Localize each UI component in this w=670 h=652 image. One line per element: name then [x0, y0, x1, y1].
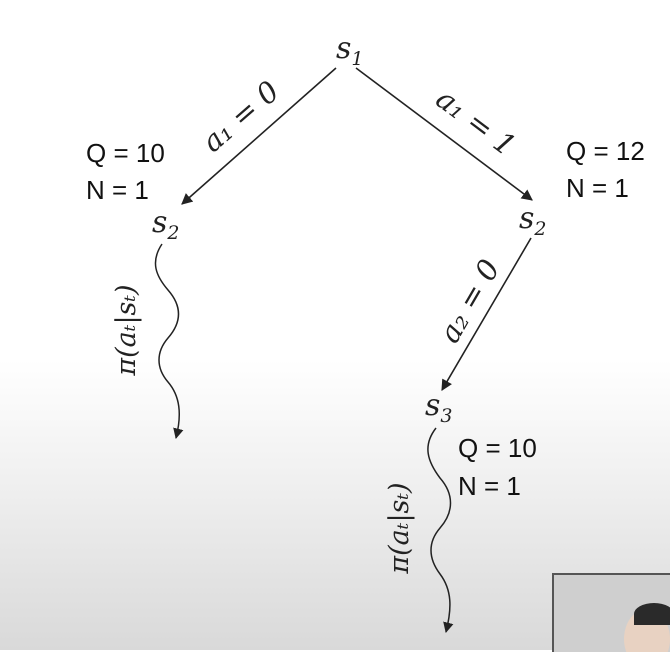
rollout-wave-left [154, 243, 184, 440]
rollout-label-left: π(aₜ|sₜ) [111, 284, 142, 376]
stat-n-right: N = 1 [566, 173, 629, 203]
node-s2-left: s2 [152, 205, 180, 244]
rollout-label-s3: π(aₜ|sₜ) [384, 482, 415, 574]
stat-q-left: Q = 10 [86, 138, 165, 168]
stat-q-right: Q = 12 [566, 136, 645, 166]
stat-n-s3: N = 1 [458, 471, 521, 501]
node-s3: s3 [425, 388, 453, 427]
edge-label-a2-0: a₂ = 0 [432, 253, 506, 348]
presenter-hair [634, 603, 670, 625]
edge-s1-to-s2-right [355, 67, 533, 201]
edge-label-a1-1: a₁ = 1 [430, 81, 522, 162]
webcam-thumbnail [552, 573, 670, 652]
stat-q-s3: Q = 10 [458, 433, 537, 463]
edge-s2-to-s3 [441, 237, 532, 391]
stat-n-left: N = 1 [86, 175, 149, 205]
edge-label-a1-0: a₁ = 0 [195, 74, 285, 159]
node-s1: s1 [336, 31, 364, 70]
node-s2-right: s2 [519, 201, 547, 240]
edge-s1-to-s2-left [181, 67, 337, 205]
rollout-wave-s3 [427, 427, 454, 634]
